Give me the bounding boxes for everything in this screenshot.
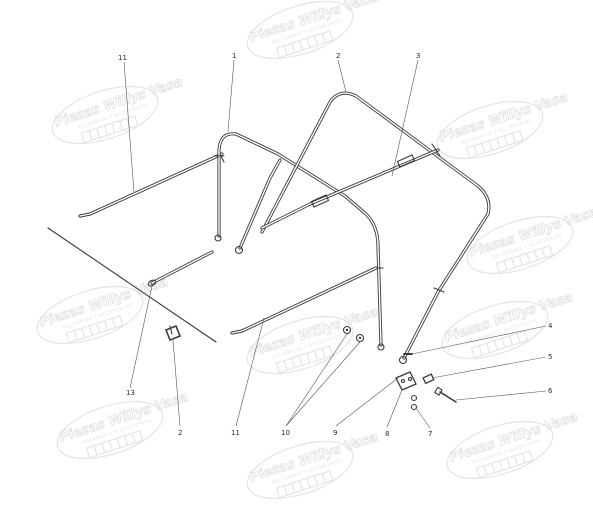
part-5-spacer — [422, 373, 435, 385]
watermark-logo: Piezas Willys Vasa RECAMBIOS Y ACCESORIO… — [466, 204, 593, 275]
svg-text:Piezas Willys Vasa: Piezas Willys Vasa — [38, 275, 170, 331]
leader-lines — [123, 59, 547, 429]
part-11-bottom-stay-rod — [230, 266, 378, 335]
watermark-logo: Piezas Willys Vasa RECAMBIOS Y ACCESORIO… — [246, 304, 381, 375]
watermark-logo: Piezas Willys Vasa RECAMBIOS Y ACCESORIO… — [246, 0, 381, 60]
svg-text:Piezas Willys Vasa: Piezas Willys Vasa — [438, 90, 570, 146]
part-2-main-hoop — [260, 91, 491, 365]
callout-4: 4 — [548, 322, 553, 330]
callout-7: 7 — [428, 430, 432, 438]
svg-text:Piezas Willys Vasa: Piezas Willys Vasa — [53, 75, 185, 131]
svg-text:Piezas Willys Vasa: Piezas Willys Vasa — [443, 290, 575, 346]
svg-text:Piezas Willys Vasa: Piezas Willys Vasa — [58, 390, 190, 446]
part-13-rod — [47, 227, 217, 343]
watermark-logo: Piezas Willys Vasa RECAMBIOS Y ACCESORIO… — [441, 289, 576, 360]
svg-text:Piezas Willys Vasa: Piezas Willys Vasa — [248, 430, 380, 486]
part-2-clamp — [164, 324, 182, 342]
callout-8: 8 — [385, 430, 389, 438]
part-3-cross-brace — [260, 143, 441, 230]
watermark-group: Piezas Willys Vasa RECAMBIOS Y ACCESORIO… — [36, 0, 593, 500]
svg-text:Piezas Willys Vasa: Piezas Willys Vasa — [448, 410, 580, 466]
callout-13: 13 — [126, 389, 135, 397]
callout-11-top: 11 — [118, 54, 127, 62]
part-1-front-hoop — [213, 132, 385, 351]
svg-text:Piezas Willys Vasa: Piezas Willys Vasa — [248, 0, 380, 45]
callout-11-bottom: 11 — [231, 429, 240, 437]
callout-3: 3 — [416, 52, 420, 60]
callout-6: 6 — [548, 387, 553, 395]
callout-2-bottom: 2 — [178, 429, 182, 437]
part-8-bracket — [395, 371, 417, 391]
callout-1: 1 — [232, 52, 236, 60]
watermark-logo: Piezas Willys Vasa RECAMBIOS Y ACCESORIO… — [56, 389, 191, 460]
svg-text:Piezas Willys Vasa: Piezas Willys Vasa — [248, 305, 380, 361]
callout-labels: 11 1 2 3 4 5 6 7 8 9 10 11 2 13 — [118, 52, 553, 438]
lower-brace-tube — [147, 250, 214, 287]
callout-5: 5 — [548, 353, 552, 361]
part-11-top-stay-rod — [78, 149, 225, 218]
watermark-logo: Piezas Willys Vasa RECAMBIOS Y ACCESORIO… — [446, 409, 581, 480]
part-7-washers — [410, 394, 418, 411]
callout-9: 9 — [333, 429, 337, 437]
watermark-logo: Piezas Willys Vasa RECAMBIOS Y ACCESORIO… — [436, 89, 571, 160]
watermark-logo: Piezas Willys Vasa RECAMBIOS Y ACCESORIO… — [51, 74, 186, 145]
watermark-logo: Piezas Willys Vasa RECAMBIOS Y ACCESORIO… — [246, 429, 381, 500]
callout-10: 10 — [281, 429, 290, 437]
part-6-bolt — [433, 386, 457, 403]
part-10-nuts — [342, 325, 365, 343]
callout-2-top: 2 — [336, 52, 340, 60]
